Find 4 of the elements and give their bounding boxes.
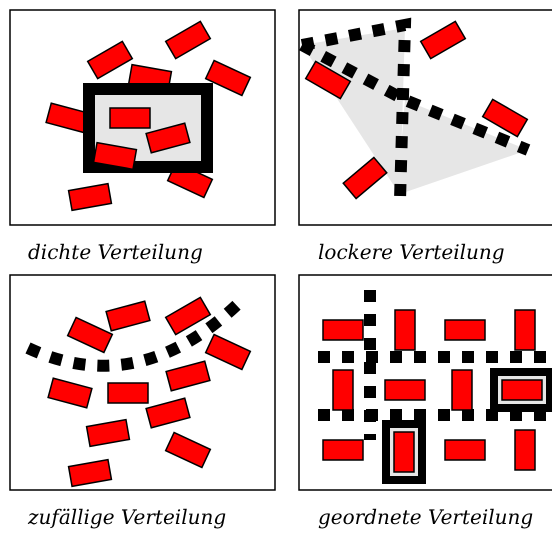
caption: geordnete Verteilung: [318, 505, 534, 529]
caption: dichte Verteilung: [28, 240, 203, 264]
caption: zufällige Verteilung: [28, 505, 226, 529]
caption: lockere Verteilung: [318, 240, 505, 264]
